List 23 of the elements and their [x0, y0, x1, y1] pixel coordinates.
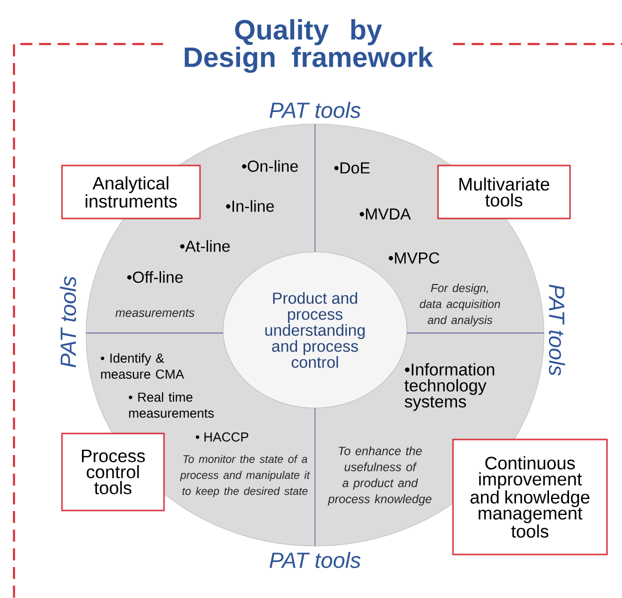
- pat-tools-label: PAT tools: [270, 102, 361, 118]
- pat-tools-label: PAT tools: [270, 552, 361, 568]
- pat-tools-label: PAT tools: [548, 284, 566, 376]
- note-text: To enhance the usefulness of a product and process knowledge: [328, 446, 432, 506]
- bullet-item: •DoE: [334, 162, 370, 174]
- bullet-item: • Real time measurements: [128, 392, 214, 418]
- bullet-item: •MVDA: [360, 208, 411, 220]
- note-text: For design, data acquisition and analysis: [420, 284, 500, 326]
- note-text: measurements: [116, 309, 194, 317]
- tool-box: Analytical instruments: [61, 164, 201, 220]
- bullet-item: • Identify & measure CMA: [100, 353, 184, 379]
- bullet-item: •Information technology systems: [404, 363, 494, 411]
- bullet-item: •Off-line: [127, 271, 183, 283]
- bullet-item: • HACCP: [196, 432, 248, 442]
- tool-box: Multivariate tools: [437, 164, 571, 220]
- note-text: To monitor the state of a process and manipulate it to keep the desired state: [180, 454, 310, 498]
- bullet-item: •On-line: [242, 160, 298, 172]
- bullet-item: •In-line: [226, 200, 274, 212]
- pat-tools-label: PAT tools: [60, 276, 76, 368]
- tool-box: Continuous improvement and knowledge management tools: [452, 438, 608, 556]
- title: Quality by Design framework: [184, 19, 434, 73]
- bullet-item: •At-line: [180, 240, 230, 252]
- tool-box: Process control tools: [61, 432, 165, 512]
